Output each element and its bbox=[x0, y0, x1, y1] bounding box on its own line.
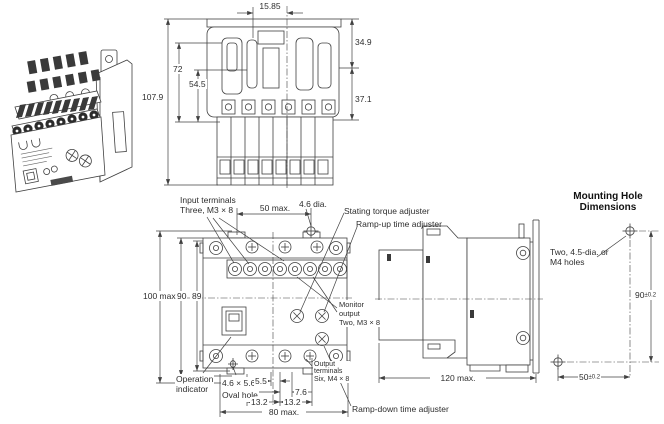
input-output-terminal-row bbox=[226, 259, 348, 279]
output-line3: Six, M4 × 8 bbox=[314, 375, 350, 383]
dim-132-left: 13.2 bbox=[250, 397, 269, 408]
hole-dia-label: 4.6 dia. bbox=[299, 199, 327, 209]
monitor-line3: Two, M3 × 8 bbox=[339, 318, 381, 327]
dim-90-tolerance: ±0.2 bbox=[644, 292, 657, 299]
output-line1: Output bbox=[314, 361, 336, 368]
operation-line1: Operation bbox=[176, 374, 214, 384]
mounting-holes-note: Two, 4.5-dia. or M4 holes bbox=[550, 247, 609, 267]
dim-50-tolerance: ±0.2 bbox=[588, 374, 601, 381]
front-face-details bbox=[18, 138, 92, 186]
mounting-title-line1: Mounting Hole bbox=[573, 191, 643, 202]
oval-line2: Oval hole bbox=[222, 390, 258, 401]
dim-90-value: 90 bbox=[635, 290, 645, 300]
operation-indicator-label: Operation indicator bbox=[175, 374, 215, 395]
operation-line2: indicator bbox=[176, 384, 209, 395]
dim-width-top: 50 max. bbox=[259, 203, 291, 213]
flange-screw bbox=[516, 246, 530, 260]
monitor-output-label: Monitor output Two, M3 × 8 bbox=[338, 300, 382, 327]
adjuster-knob bbox=[78, 154, 92, 168]
dim-inner-height: 54.5 bbox=[188, 79, 207, 90]
output-line2: terminals bbox=[314, 368, 343, 376]
monitor-line1: Monitor bbox=[339, 300, 365, 309]
dimension-lines bbox=[156, 7, 537, 417]
oval-line1: 4.6 × 5.6 bbox=[222, 378, 256, 388]
dim-upper-right: 34.9 bbox=[355, 37, 372, 47]
mounting-hole-mark bbox=[550, 354, 566, 370]
mounting-hole-title: Mounting Hole Dimensions bbox=[556, 191, 660, 213]
input-terminals-label: Input terminals Three, M3 × 8 bbox=[180, 195, 236, 215]
product-illustration bbox=[10, 49, 133, 193]
ramp-down-label: Ramp-down time adjuster bbox=[352, 404, 449, 414]
top-terminal-blocks bbox=[26, 51, 101, 103]
side-view-drawing bbox=[378, 219, 540, 374]
mounting-hole-mark bbox=[622, 223, 638, 239]
dim-76: 7.6 bbox=[294, 387, 308, 398]
starting-torque-label: Stating torque adjuster bbox=[344, 206, 430, 216]
display-window bbox=[22, 168, 39, 185]
monitor-line2: output bbox=[339, 309, 360, 318]
output-terminals-label: Output terminals Six, M4 × 8 bbox=[313, 361, 351, 384]
dim-height-90: 90 bbox=[176, 291, 188, 302]
dim-132-right: 13.2 bbox=[283, 397, 302, 408]
mounting-dim-horizontal: 50±0.2 bbox=[578, 372, 602, 383]
adjuster-knob bbox=[65, 149, 79, 162]
dim-depth: 120 max. bbox=[430, 373, 486, 384]
dim-body-height: 72 bbox=[172, 64, 184, 75]
flange-screw bbox=[516, 331, 530, 345]
vent-slots bbox=[14, 90, 102, 120]
mounting-holes-line2: M4 holes bbox=[550, 257, 585, 268]
top-view-drawing bbox=[206, 18, 342, 186]
dim-height-total: 100 max. bbox=[142, 291, 179, 302]
front-face bbox=[10, 116, 106, 193]
input-terminals-line1: Input terminals bbox=[180, 195, 236, 205]
clamp-screw-row bbox=[221, 99, 336, 115]
dim-total-height: 107.9 bbox=[141, 92, 165, 103]
dim-tab-width: 15.85 bbox=[259, 1, 281, 11]
ramp-up-label: Ramp-up time adjuster bbox=[356, 219, 442, 229]
terminal-block-lower bbox=[216, 116, 334, 186]
operation-indicator-window bbox=[221, 306, 247, 336]
input-terminals-line2: Three, M3 × 8 bbox=[180, 205, 234, 216]
dim-lower-right: 37.1 bbox=[355, 94, 372, 104]
mounting-title-line2: Dimensions bbox=[579, 201, 637, 213]
mounting-dim-vertical: 90±0.2 bbox=[634, 290, 658, 301]
dim-55: 5.5 bbox=[254, 376, 268, 387]
mounting-holes-line1: Two, 4.5-dia. or bbox=[550, 247, 609, 257]
center-lines bbox=[158, 6, 659, 408]
dim-50-value: 50 bbox=[579, 372, 589, 382]
dim-height-89: 89 bbox=[191, 291, 203, 302]
dim-width-bottom: 80 max. bbox=[262, 407, 306, 418]
